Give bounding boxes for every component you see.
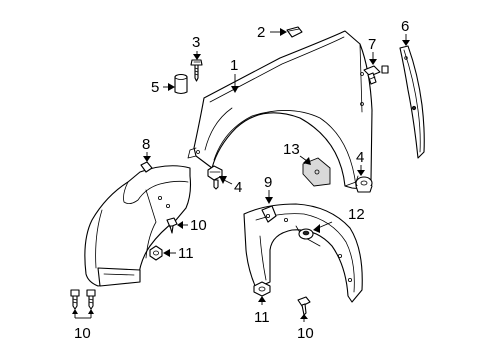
bolt-part-3 [190, 59, 203, 82]
callout-3: 3 [192, 34, 200, 51]
plug-part-12 [298, 228, 314, 240]
callout-11-a: 11 [178, 245, 194, 262]
callout-10-a: 10 [190, 217, 207, 234]
leader-lines [72, 28, 410, 322]
callout-5: 5 [151, 79, 159, 96]
callout-8: 8 [142, 136, 150, 153]
nut-part-4b [355, 176, 373, 193]
callout-7: 7 [368, 36, 376, 53]
nut-part-11b [253, 281, 271, 297]
clip-part [286, 26, 303, 38]
seal-part-6 [399, 45, 425, 159]
callout-13: 13 [283, 141, 300, 158]
callout-4-right: 4 [356, 149, 364, 166]
screw-part-10a [166, 217, 178, 234]
callout-2: 2 [257, 24, 265, 41]
push-clip-part-7 [363, 65, 389, 85]
screw-part-10c [297, 296, 311, 316]
callout-12: 12 [348, 206, 365, 223]
callout-4-left: 4 [234, 179, 242, 196]
fender-part [187, 30, 373, 189]
callout-1: 1 [230, 57, 238, 74]
callout-9: 9 [264, 174, 272, 191]
liner-part-8 [84, 161, 192, 287]
screws-part-10b [70, 289, 96, 310]
bumper-part-5 [174, 73, 188, 95]
callout-11-b: 11 [254, 309, 270, 326]
nut-part-11a [149, 245, 163, 261]
callout-6: 6 [401, 18, 409, 35]
bracket-part-13 [302, 157, 331, 187]
callout-10-c: 10 [297, 325, 314, 342]
callout-10-b: 10 [74, 325, 91, 342]
